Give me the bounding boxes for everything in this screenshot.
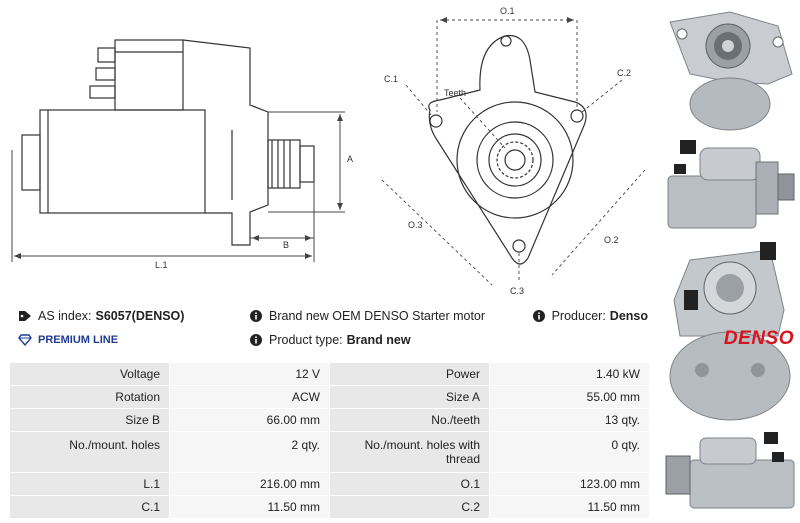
teeth-label: Teeth: [444, 88, 466, 98]
spec-value: 66.00 mm: [169, 408, 330, 432]
dim-l1-label: L.1: [155, 260, 168, 270]
specs-table: Voltage 12 V Power 1.40 kW Rotation ACW …: [9, 362, 650, 519]
table-row: Size B 66.00 mm No./teeth 13 qty.: [9, 408, 650, 432]
spec-key: Voltage: [9, 362, 170, 386]
product-type-label: Product type:: [269, 333, 343, 347]
dim-o1-label: O.1: [500, 6, 515, 16]
as-index-value: S6057(DENSO): [95, 309, 185, 323]
spec-key: Power: [329, 362, 490, 386]
product-photo-2[interactable]: [660, 136, 800, 236]
product-photo-1[interactable]: [660, 4, 800, 134]
product-type-value: Brand new: [346, 333, 411, 347]
spec-key: No./mount. holes with thread: [329, 431, 490, 473]
spec-value: 0 qty.: [489, 431, 650, 473]
as-index-label: AS index:: [38, 309, 92, 323]
spec-key: L.1: [9, 472, 170, 496]
table-row: Voltage 12 V Power 1.40 kW: [9, 362, 650, 386]
spec-value: 13 qty.: [489, 408, 650, 432]
spec-key: C.1: [9, 495, 170, 519]
motor-body: [39, 109, 206, 214]
spec-key: Size B: [9, 408, 170, 432]
dim-b-label: B: [283, 240, 289, 250]
spec-key: O.1: [329, 472, 490, 496]
spec-value: 55.00 mm: [489, 385, 650, 409]
producer-label: Producer:: [551, 309, 606, 323]
flange-outline: [428, 34, 587, 265]
table-row: No./mount. holes 2 qty. No./mount. holes…: [9, 431, 650, 473]
drive-housing: [182, 39, 269, 246]
mount-hole-c3: [512, 239, 526, 253]
housing-circle: [456, 101, 574, 219]
spec-value: ACW: [169, 385, 330, 409]
info-icon: [248, 309, 264, 323]
spec-key: Rotation: [9, 385, 170, 409]
dim-o3-label: O.3: [408, 220, 423, 230]
table-row: C.1 11.50 mm C.2 11.50 mm: [9, 495, 650, 519]
solenoid: [114, 39, 184, 111]
table-row: Rotation ACW Size A 55.00 mm: [9, 385, 650, 409]
table-row: L.1 216.00 mm O.1 123.00 mm: [9, 472, 650, 496]
brand-logo: DENSO: [723, 328, 794, 349]
spec-value: 12 V: [169, 362, 330, 386]
producer: Producer: Denso: [531, 309, 648, 323]
spec-key: No./mount. holes: [9, 431, 170, 473]
spec-key: No./teeth: [329, 408, 490, 432]
description: Brand new OEM DENSO Starter motor: [248, 309, 485, 323]
dim-c3-label: C.3: [510, 286, 524, 296]
technical-drawing: A B L.1 O.1 O.2 O.3 C.1 C.2 C.3 Teeth: [11, 6, 646, 296]
info-icon: [531, 309, 547, 323]
diamond-icon: [17, 333, 33, 347]
producer-value: Denso: [609, 309, 648, 323]
spec-value: 123.00 mm: [489, 472, 650, 496]
mount-hole-c1: [429, 114, 443, 128]
mount-hole-c2: [570, 109, 584, 123]
product-photo-3[interactable]: [660, 240, 800, 426]
product-info: AS index: S6057(DENSO) Brand new OEM DEN…: [0, 300, 655, 360]
tag-icon: [17, 309, 33, 323]
end-cap: [21, 134, 41, 191]
premium-line: PREMIUM LINE: [17, 333, 118, 347]
product-photo-4[interactable]: [660, 430, 800, 518]
product-type: Product type: Brand new: [248, 333, 411, 347]
spec-value: 11.50 mm: [489, 495, 650, 519]
dim-a-label: A: [347, 154, 353, 164]
premium-text: PREMIUM LINE: [38, 334, 119, 346]
spec-value: 216.00 mm: [169, 472, 330, 496]
dim-c2-label: C.2: [617, 68, 631, 78]
spec-value: 1.40 kW: [489, 362, 650, 386]
dim-o2-label: O.2: [604, 235, 619, 245]
info-icon: [248, 333, 264, 347]
spec-key: C.2: [329, 495, 490, 519]
as-index: AS index: S6057(DENSO): [17, 309, 184, 323]
spec-value: 2 qty.: [169, 431, 330, 473]
dim-c1-label: C.1: [384, 74, 398, 84]
product-photos: [660, 0, 800, 523]
spec-value: 11.50 mm: [169, 495, 330, 519]
spec-key: Size A: [329, 385, 490, 409]
pinion-teeth: [496, 141, 534, 179]
description-text: Brand new OEM DENSO Starter motor: [269, 309, 486, 323]
